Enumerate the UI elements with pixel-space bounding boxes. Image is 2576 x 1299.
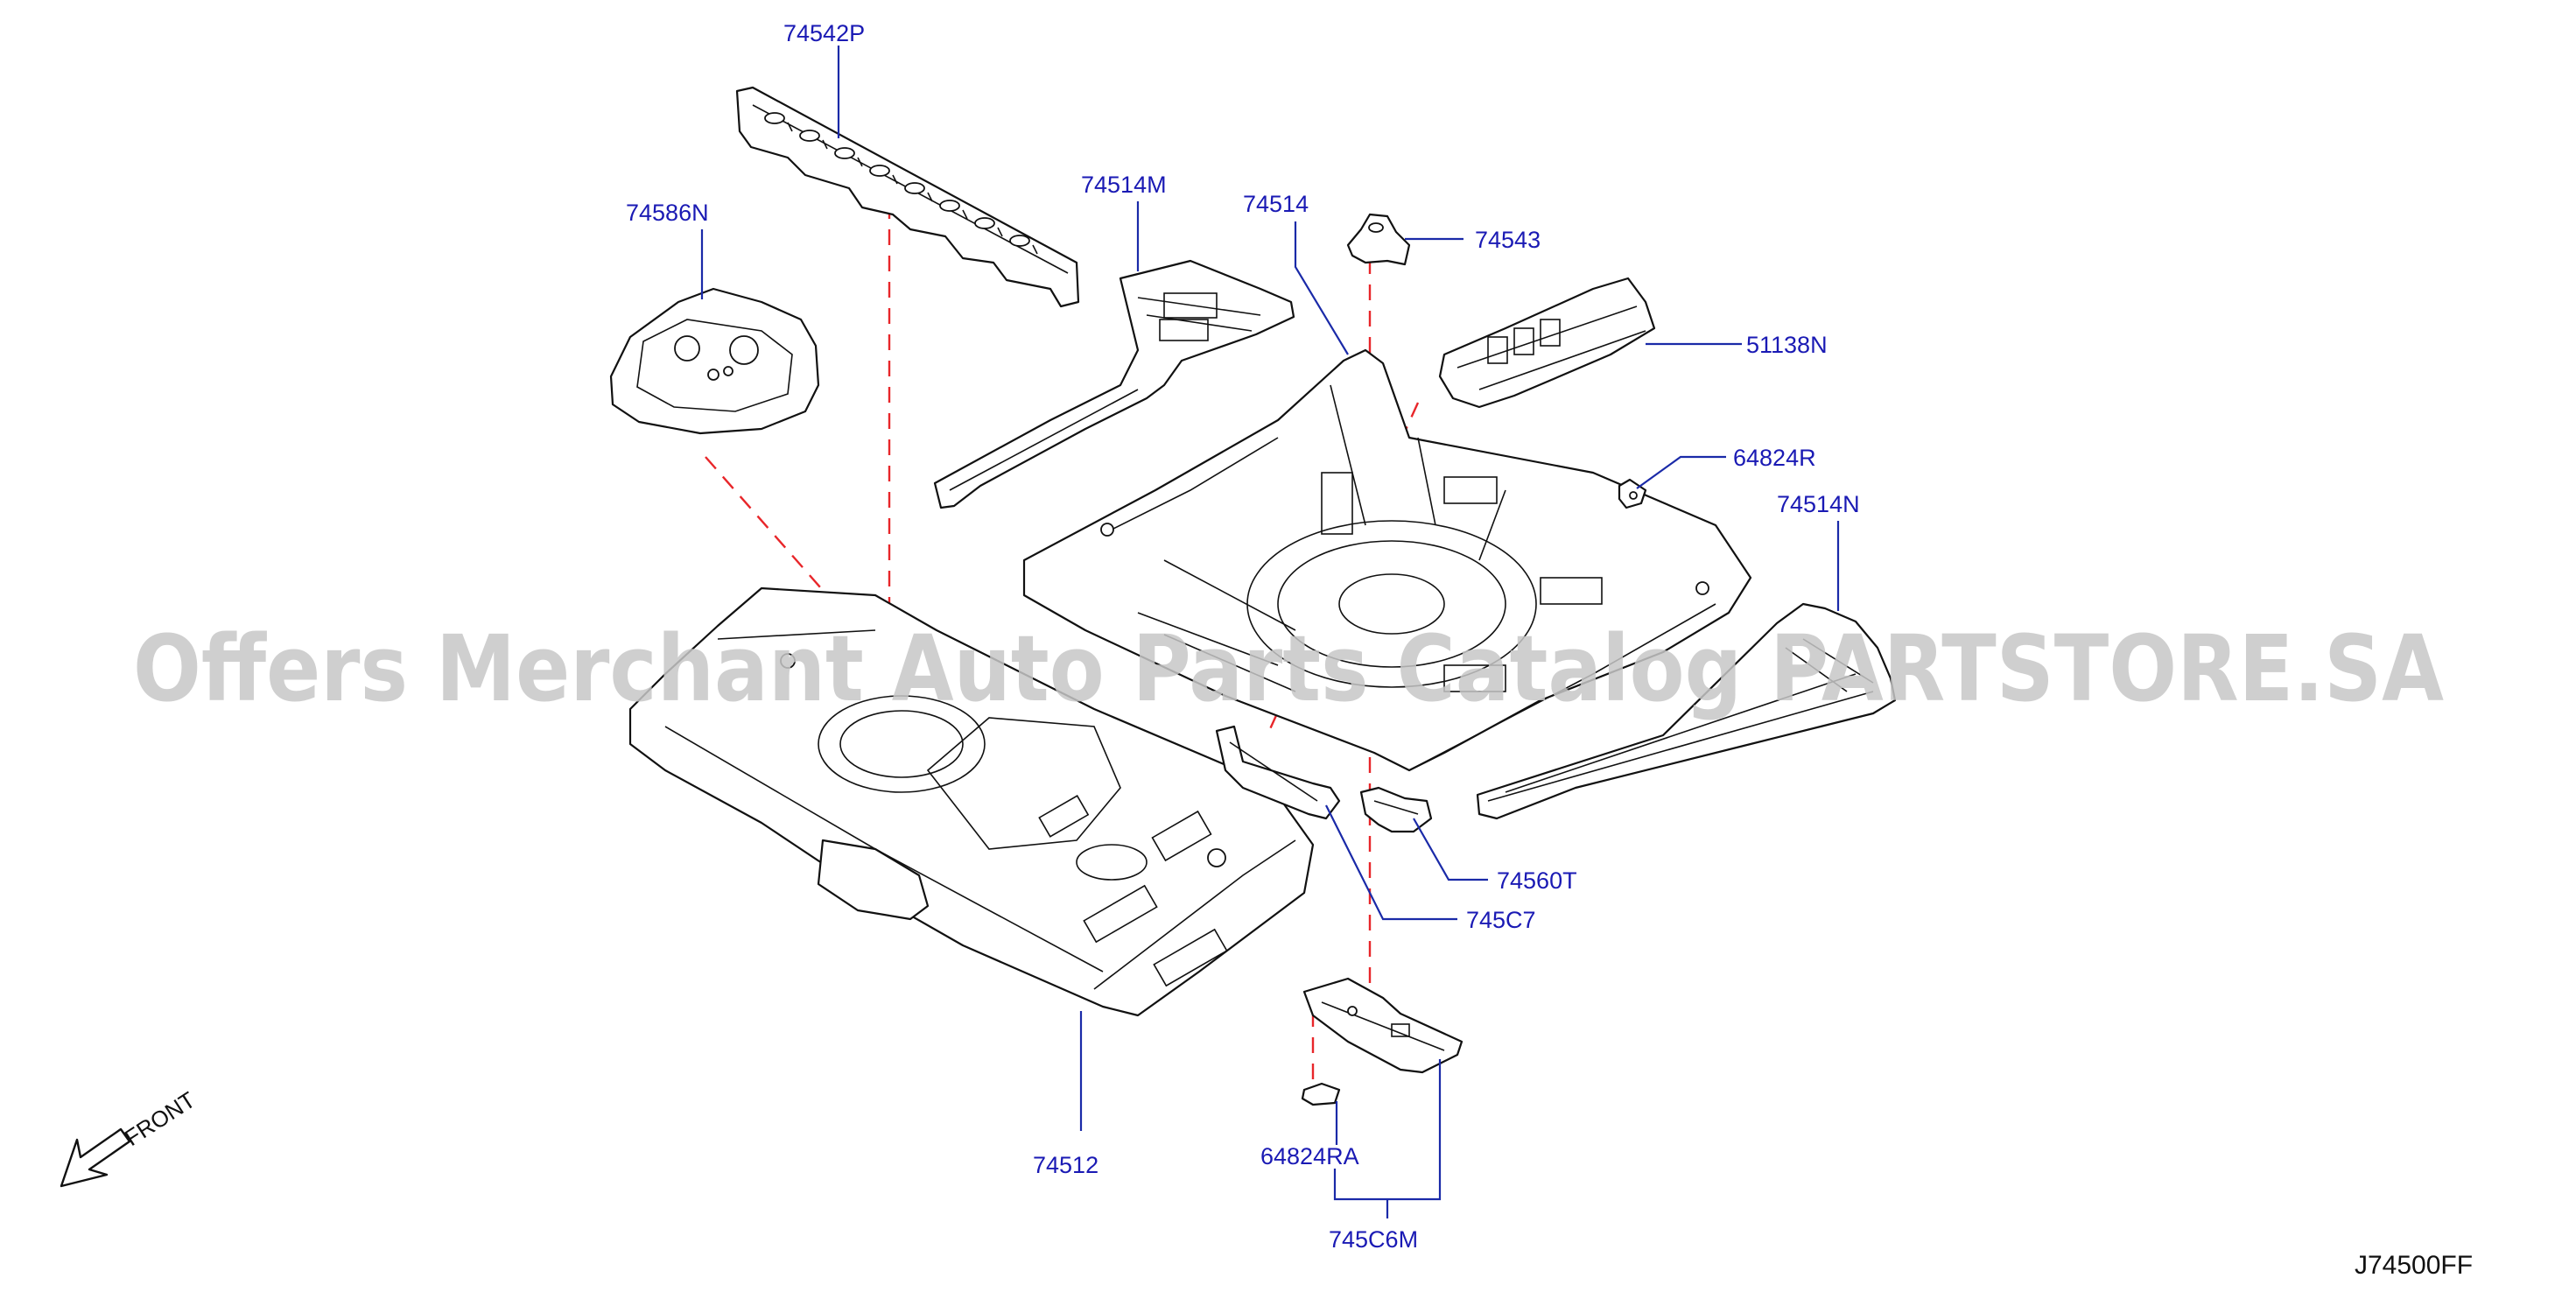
callout-74586N[interactable]: 74586N [626,200,709,226]
callout-74514N[interactable]: 74514N [1777,491,1860,517]
front-indicator: FRONT [60,1086,200,1188]
part-74560T[interactable] [1359,786,1433,833]
callout-64824R[interactable]: 64824R [1733,445,1816,471]
diagram-code: J74500FF [2355,1251,2473,1280]
callout-74512[interactable]: 74512 [1033,1152,1098,1178]
part-74514[interactable] [1022,348,1752,772]
part-64824RA[interactable] [1301,1082,1341,1106]
part-74514M[interactable] [933,259,1295,509]
callout-74542P[interactable]: 74542P [783,20,865,46]
front-arrow-icon [60,1127,131,1188]
callout-74514M[interactable]: 74514M [1081,172,1167,198]
part-74586N[interactable] [609,287,820,435]
callout-745C6M[interactable]: 745C6M [1329,1226,1418,1253]
watermark: Offers Merchant Auto Parts Catalog PARTS… [133,615,2444,722]
leader-lines [700,46,1840,1218]
part-74542P[interactable] [735,86,1080,308]
part-51138N[interactable] [1438,277,1656,409]
callout-74560T[interactable]: 74560T [1497,867,1577,894]
part-74512[interactable] [628,586,1315,1017]
part-745C6M[interactable] [1302,977,1463,1074]
callout-labels: 74542P 74514M 74514 74543 74586N 51138N … [626,20,1860,1253]
part-74543[interactable] [1346,213,1411,266]
part-745C7[interactable] [1215,725,1341,820]
callout-51138N[interactable]: 51138N [1746,332,1828,358]
callout-74514[interactable]: 74514 [1243,191,1309,217]
callout-64824RA[interactable]: 64824RA [1260,1143,1359,1169]
callout-74543[interactable]: 74543 [1475,227,1541,253]
callout-745C7[interactable]: 745C7 [1466,907,1536,933]
part-74514N[interactable] [1476,602,1897,820]
front-label: FRONT [120,1086,200,1151]
